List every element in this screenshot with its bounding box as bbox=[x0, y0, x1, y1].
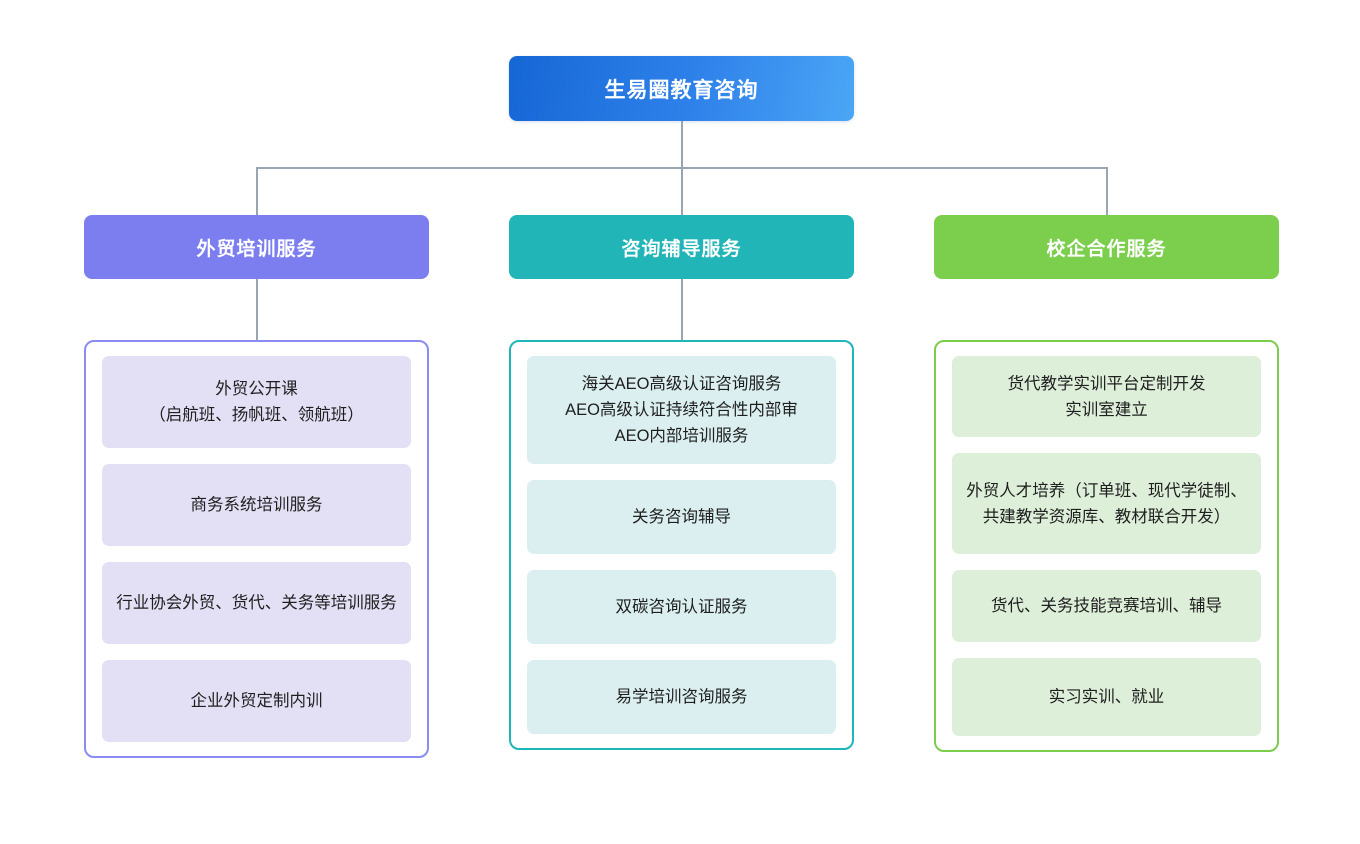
list-item[interactable]: 外贸人才培养（订单班、现代学徒制、共建教学资源库、教材联合开发） bbox=[952, 453, 1261, 554]
branch-body-consulting: 海关AEO高级认证咨询服务 AEO高级认证持续符合性内部审 AEO内部培训服务 … bbox=[509, 340, 854, 750]
list-item[interactable]: 货代教学实训平台定制开发 实训室建立 bbox=[952, 356, 1261, 437]
connector-left-branch-to-body bbox=[256, 279, 258, 341]
connector-bus-to-left-branch bbox=[256, 167, 258, 216]
list-item[interactable]: 双碳咨询认证服务 bbox=[527, 570, 836, 644]
branch-column-school-enterprise: 校企合作服务 货代教学实训平台定制开发 实训室建立 外贸人才培养（订单班、现代学… bbox=[934, 215, 1279, 752]
root-node[interactable]: 生易圈教育咨询 bbox=[509, 56, 854, 121]
connector-bus-to-middle-branch bbox=[681, 167, 683, 216]
list-item[interactable]: 行业协会外贸、货代、关务等培训服务 bbox=[102, 562, 411, 644]
list-item[interactable]: 货代、关务技能竞赛培训、辅导 bbox=[952, 570, 1261, 642]
list-item[interactable]: 商务系统培训服务 bbox=[102, 464, 411, 546]
list-item[interactable]: 关务咨询辅导 bbox=[527, 480, 836, 554]
branch-header-training[interactable]: 外贸培训服务 bbox=[84, 215, 429, 279]
list-item[interactable]: 实习实训、就业 bbox=[952, 658, 1261, 736]
branch-body-school-enterprise: 货代教学实训平台定制开发 实训室建立 外贸人才培养（订单班、现代学徒制、共建教学… bbox=[934, 340, 1279, 752]
branch-body-training: 外贸公开课 （启航班、扬帆班、领航班） 商务系统培训服务 行业协会外贸、货代、关… bbox=[84, 340, 429, 758]
branch-column-training: 外贸培训服务 外贸公开课 （启航班、扬帆班、领航班） 商务系统培训服务 行业协会… bbox=[84, 215, 429, 758]
root-node-label: 生易圈教育咨询 bbox=[604, 78, 759, 102]
connector-root-down bbox=[681, 121, 683, 168]
branch-header-consulting-label: 咨询辅导服务 bbox=[621, 238, 742, 260]
list-item[interactable]: 海关AEO高级认证咨询服务 AEO高级认证持续符合性内部审 AEO内部培训服务 bbox=[527, 356, 836, 464]
branch-header-consulting[interactable]: 咨询辅导服务 bbox=[509, 215, 854, 279]
list-item[interactable]: 企业外贸定制内训 bbox=[102, 660, 411, 742]
branch-header-training-label: 外贸培训服务 bbox=[196, 238, 317, 260]
connector-middle-branch-to-body bbox=[681, 279, 683, 341]
branch-header-school-enterprise-label: 校企合作服务 bbox=[1046, 238, 1167, 260]
branch-header-school-enterprise[interactable]: 校企合作服务 bbox=[934, 215, 1279, 279]
branch-column-consulting: 咨询辅导服务 海关AEO高级认证咨询服务 AEO高级认证持续符合性内部审 AEO… bbox=[509, 215, 854, 750]
list-item[interactable]: 易学培训咨询服务 bbox=[527, 660, 836, 734]
connector-bus-to-right-branch bbox=[1106, 167, 1108, 216]
list-item[interactable]: 外贸公开课 （启航班、扬帆班、领航班） bbox=[102, 356, 411, 448]
